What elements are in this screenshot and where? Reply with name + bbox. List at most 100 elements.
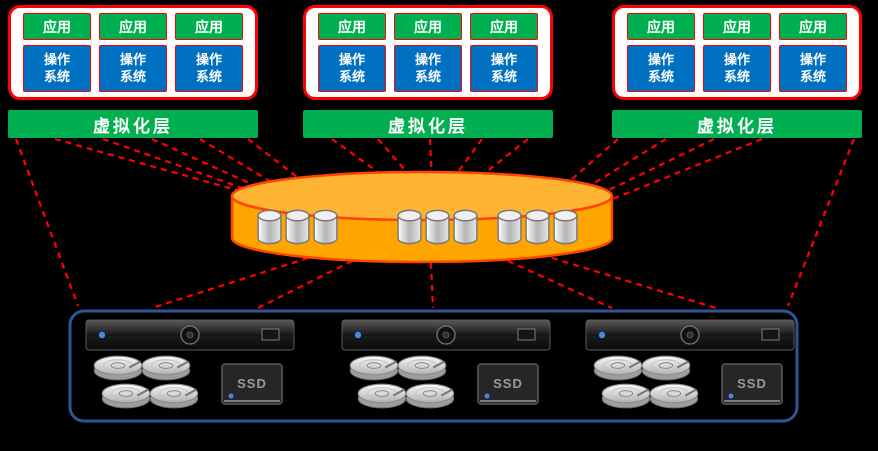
os-box: 操作系统 [394, 45, 462, 92]
vm-group-box: 应用 操作系统 应用 操作系统 应用 操作系统 [303, 5, 553, 100]
app-box: 应用 [23, 13, 91, 40]
ssd-led [484, 393, 490, 399]
os-box: 操作系统 [175, 45, 243, 92]
app-box: 应用 [318, 13, 386, 40]
connection-line [575, 138, 715, 207]
hdd-icon [93, 355, 143, 381]
disk-cylinder-icon [525, 209, 550, 245]
server-unit: SSD [85, 319, 295, 409]
vm-cluster: 应用 操作系统 应用 操作系统 应用 操作系统 虚拟化层 [303, 5, 553, 138]
storage-pool-cylinder [230, 170, 614, 264]
connection-line [14, 138, 80, 307]
vm-group-box: 应用 操作系统 应用 操作系统 应用 操作系统 [8, 5, 258, 100]
vm-stack: 应用 操作系统 [175, 13, 243, 92]
vm-stack: 应用 操作系统 [627, 13, 695, 92]
server-unit: SSD [585, 319, 795, 409]
connection-line [551, 256, 717, 310]
app-box: 应用 [99, 13, 167, 40]
vm-cluster: 应用 操作系统 应用 操作系统 应用 操作系统 虚拟化层 [8, 5, 258, 138]
ssd-icon: SSD [721, 363, 783, 405]
os-box: 操作系统 [318, 45, 386, 92]
connection-line [786, 138, 856, 307]
power-led [354, 331, 362, 339]
connection-line [257, 260, 353, 309]
hdd-icon [141, 355, 191, 381]
vm-group-box: 应用 操作系统 应用 操作系统 应用 操作系统 [612, 5, 862, 100]
os-label: 操作系统 [43, 51, 70, 84]
ssd-label: SSD [737, 376, 767, 391]
app-box: 应用 [703, 13, 771, 40]
vm-stack: 应用 操作系统 [318, 13, 386, 92]
server-unit: SSD [341, 319, 551, 409]
os-label: 操作系统 [414, 51, 441, 84]
os-box: 操作系统 [703, 45, 771, 92]
os-label: 操作系统 [799, 51, 826, 84]
connection-line [507, 259, 613, 310]
app-box: 应用 [470, 13, 538, 40]
app-box: 应用 [779, 13, 847, 40]
chassis-emblem-dot [186, 331, 194, 339]
hdd-icon [601, 383, 651, 409]
disk-cylinder-icon [397, 209, 422, 245]
chassis-emblem-dot [686, 331, 694, 339]
os-label: 操作系统 [723, 51, 750, 84]
disk-cylinder-icon [497, 209, 522, 245]
os-label: 操作系统 [119, 51, 146, 84]
drive-bay [761, 328, 780, 341]
os-label: 操作系统 [647, 51, 674, 84]
disk-cylinder-icon [313, 209, 338, 245]
power-led [98, 331, 106, 339]
hdd-icon [357, 383, 407, 409]
ssd-label: SSD [237, 376, 267, 391]
vm-stack: 应用 操作系统 [394, 13, 462, 92]
vm-stack: 应用 操作系统 [23, 13, 91, 92]
hdd-icon [641, 355, 691, 381]
virtualization-layer-bar: 虚拟化层 [612, 110, 862, 138]
ssd-label: SSD [493, 376, 523, 391]
hdd-icon [149, 383, 199, 409]
hdd-icon [649, 383, 699, 409]
os-label: 操作系统 [338, 51, 365, 84]
connection-line [151, 256, 309, 310]
hdd-icon [101, 383, 151, 409]
server-chassis [585, 319, 795, 351]
hdd-icon [397, 355, 447, 381]
disk-cylinder-icon [257, 209, 282, 245]
app-box: 应用 [627, 13, 695, 40]
os-label: 操作系统 [195, 51, 222, 84]
os-box: 操作系统 [23, 45, 91, 92]
disk-cylinder-icon [425, 209, 450, 245]
hdd-icon [349, 355, 399, 381]
app-box: 应用 [394, 13, 462, 40]
chassis-emblem-dot [442, 331, 450, 339]
ssd-icon: SSD [221, 363, 283, 405]
disk-cylinder-icon [453, 209, 478, 245]
os-box: 操作系统 [99, 45, 167, 92]
hdd-icon [405, 383, 455, 409]
connection-line [589, 137, 763, 210]
virtualization-layer-bar: 虚拟化层 [303, 110, 553, 138]
connection-line [429, 262, 435, 309]
vm-stack: 应用 操作系统 [470, 13, 538, 92]
os-box: 操作系统 [470, 45, 538, 92]
os-label: 操作系统 [490, 51, 517, 84]
power-led [598, 331, 606, 339]
enclosure-border [68, 309, 799, 423]
hdd-icon [593, 355, 643, 381]
vm-stack: 应用 操作系统 [779, 13, 847, 92]
ssd-led [228, 393, 234, 399]
server-chassis [85, 319, 295, 351]
connection-line [465, 138, 529, 189]
server-enclosure: SSD [68, 309, 799, 423]
ssd-icon: SSD [477, 363, 539, 405]
vm-stack: 应用 操作系统 [99, 13, 167, 92]
ssd-led [728, 393, 734, 399]
app-box: 应用 [175, 13, 243, 40]
vm-cluster: 应用 操作系统 应用 操作系统 应用 操作系统 虚拟化层 [612, 5, 862, 138]
server-chassis [341, 319, 551, 351]
os-box: 操作系统 [627, 45, 695, 92]
vm-stack: 应用 操作系统 [703, 13, 771, 92]
drive-bay [517, 328, 536, 341]
